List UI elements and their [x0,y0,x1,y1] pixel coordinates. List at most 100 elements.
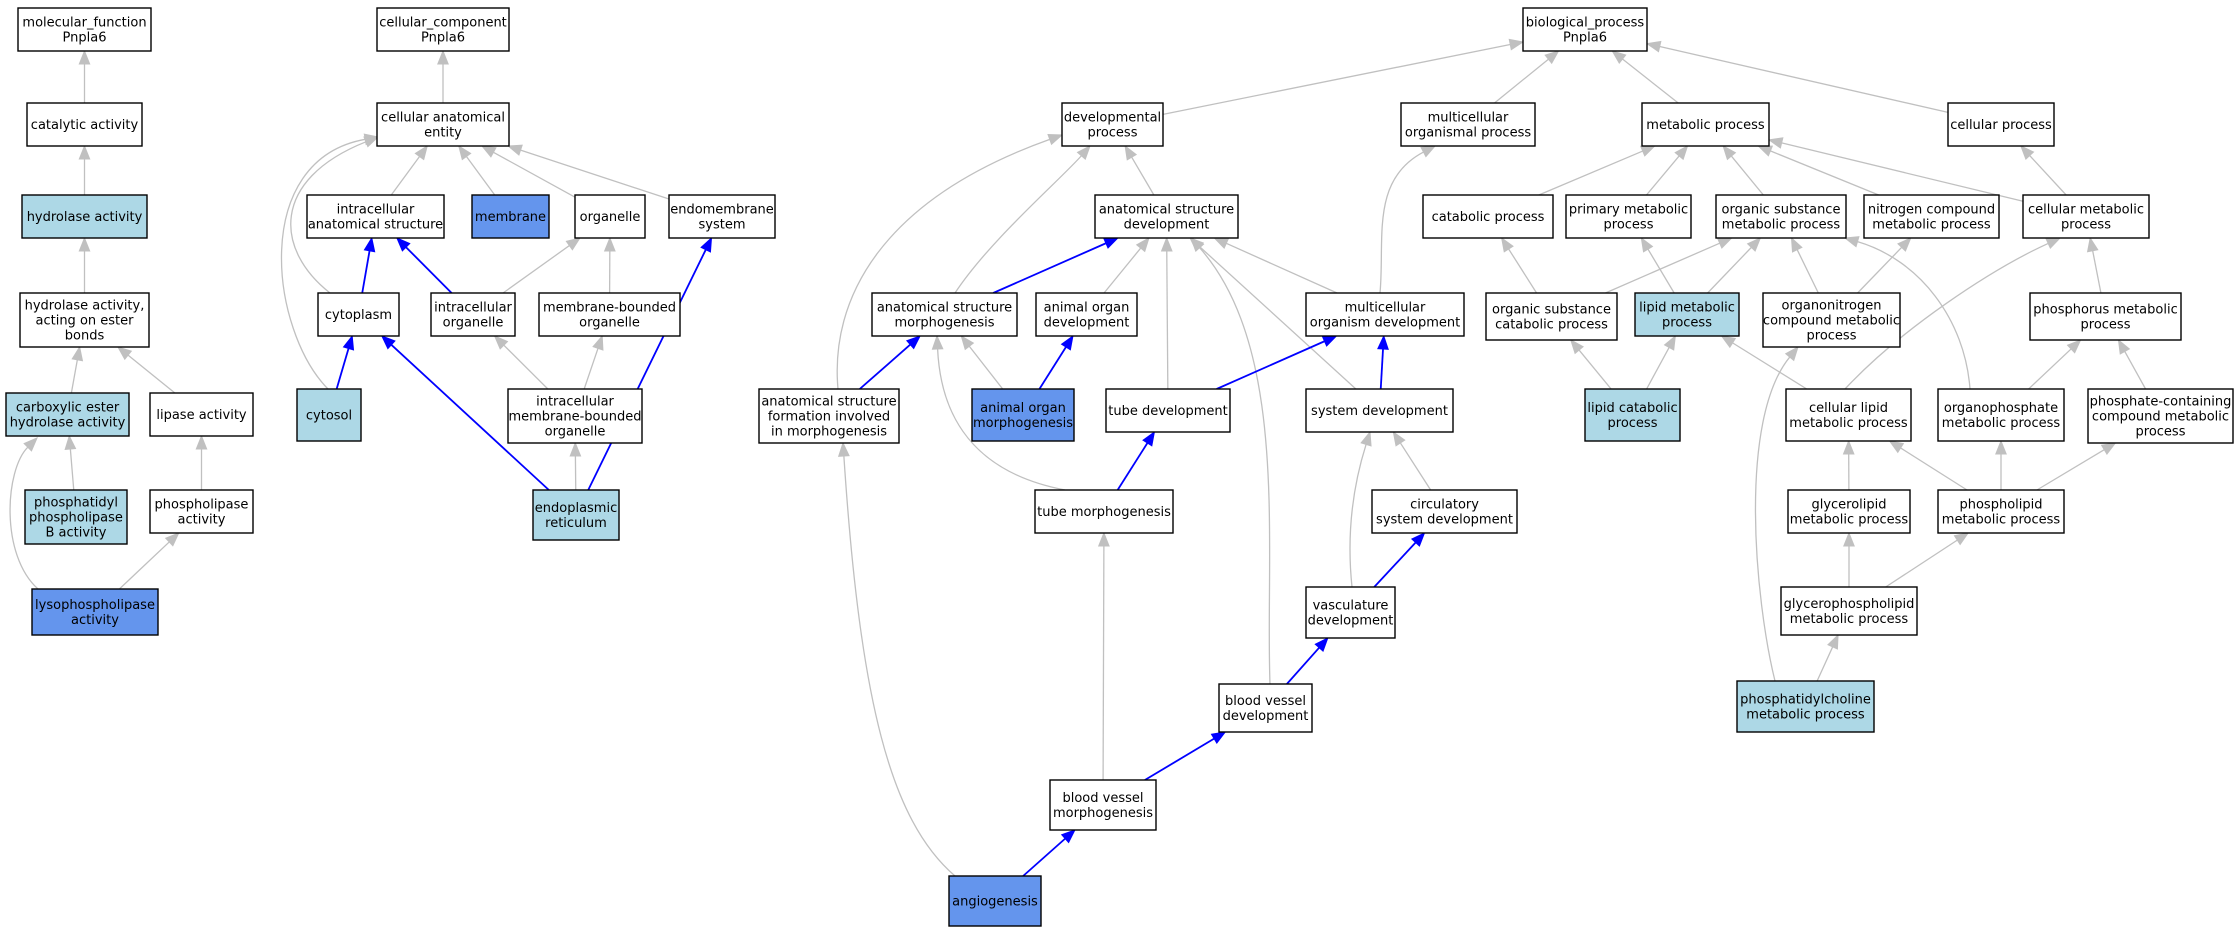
node-label: organelle [580,210,641,225]
node-box [1584,388,1681,442]
go-term-node-cytosol[interactable]: cytosol [296,388,362,442]
node-label: glycerophospholipid [1784,597,1915,612]
go-term-node-tubedev[interactable]: tube development [1105,388,1231,433]
go-term-node-angio[interactable]: angiogenesis [948,875,1042,927]
node-label: membrane-bounded [508,410,641,425]
node-label: formation involved [768,410,890,425]
edge-opmp-to-phosmp [2028,339,2082,390]
node-label: catabolic process [1495,318,1608,333]
edge-primet-to-metab [1645,144,1689,196]
go-term-node-cellproc[interactable]: cellular process [1947,102,2055,147]
node-box [971,388,1075,442]
edge-angio-to-asfm [837,441,956,877]
node-label: activity [71,613,119,628]
node-label: Pnpla6 [1563,31,1607,46]
edge-er-to-cyto [380,335,550,491]
node-label: biological_process [1526,16,1645,31]
go-term-node-catab[interactable]: catabolic process [1422,194,1554,239]
edge-metab-to-bp [1611,50,1679,104]
node-label: organophosphate [1944,401,2058,416]
edge-carb-to-hydest [70,345,84,394]
go-term-node-lipase[interactable]: lipase activity [149,392,254,437]
go-term-node-organelle[interactable]: organelle [574,194,646,239]
node-box [1736,680,1875,733]
node-box [31,588,159,636]
go-term-node-memb[interactable]: membrane [471,194,550,239]
go-term-node-hyd[interactable]: hydrolase activity [21,194,148,239]
node-box [1787,489,1911,534]
edge-mcop-to-bp [1494,50,1560,104]
edge-pcmp-to-gplmp [1816,633,1839,682]
node-label: development [1223,709,1309,724]
node-label: Pnpla6 [421,31,465,46]
go-term-node-cat[interactable]: catalytic activity [26,102,143,147]
go-term-node-cyto[interactable]: cytoplasm [317,292,400,337]
go-term-node-tubemorph[interactable]: tube morphogenesis [1034,489,1174,534]
go-term-node-sysdev[interactable]: system development [1305,388,1454,433]
node-label: cellular process [1950,118,2052,133]
edge-cmp-to-cellproc [2019,145,2067,196]
node-label: carboxylic ester [16,401,120,416]
node-label: catabolic process [1432,210,1545,225]
node-box [1400,102,1536,147]
node-label: molecular_function [22,16,146,31]
node-label: intracellular [337,203,415,218]
edge-intorg-to-organelle [502,237,582,294]
edge-oncmp-to-ncmp [1857,237,1912,294]
node-box [17,7,152,52]
node-label: activity [178,513,226,528]
edge-circ-to-sysdev [1392,430,1432,491]
node-label: organic substance [1722,203,1841,218]
edge-bvd-to-vasc [1286,636,1329,685]
node-label: lipase activity [156,408,247,423]
go-term-node-metab[interactable]: metabolic process [1641,102,1770,147]
edge-lyso-to-carb [9,437,39,590]
node-box [1780,586,1918,636]
node-label: metabolic process [1942,416,2061,431]
